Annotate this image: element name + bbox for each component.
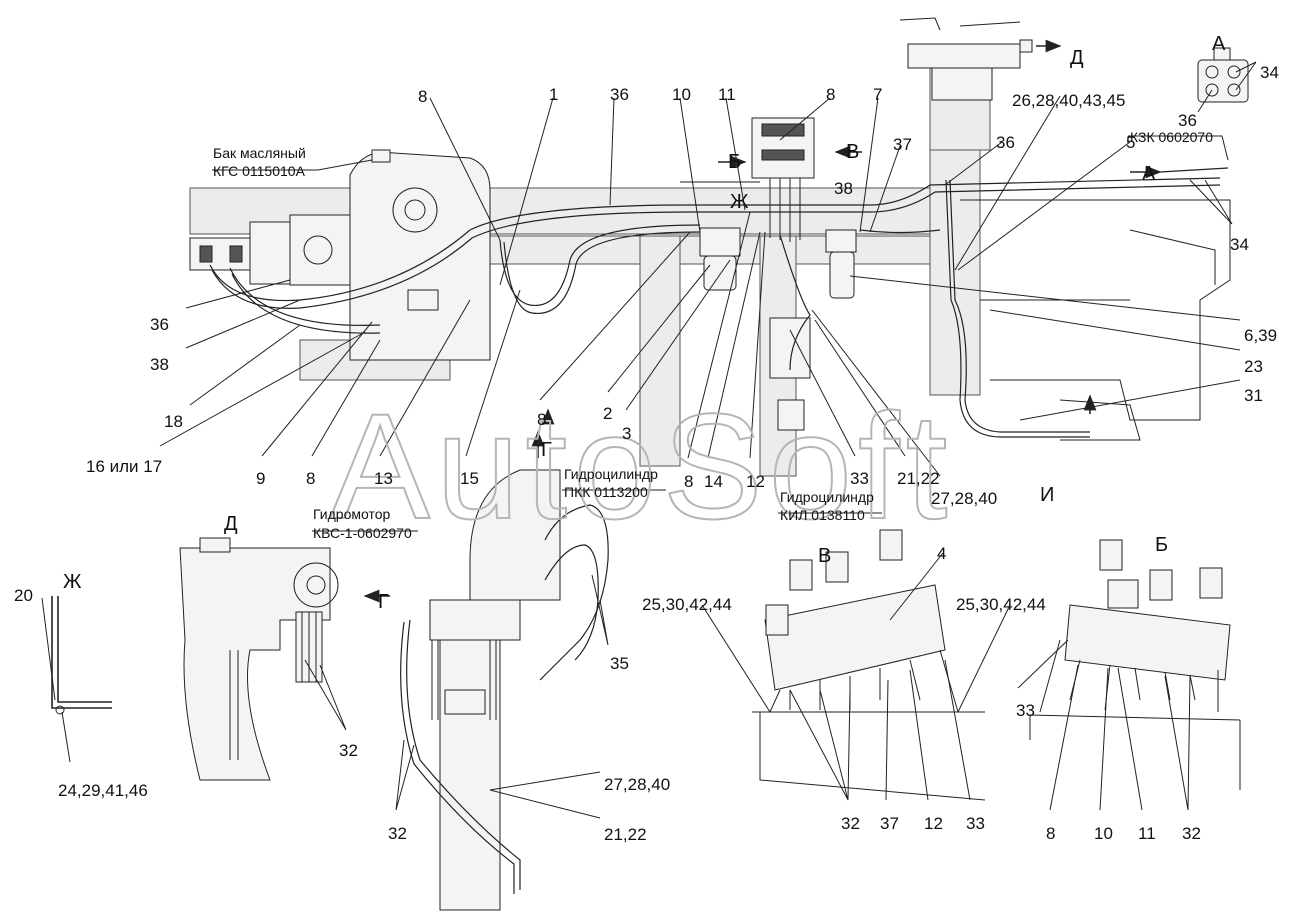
callout-c26: 9 [256, 469, 265, 488]
callout-c8: 26,28,40,43,45 [1012, 91, 1125, 110]
callout-c40: 35 [610, 654, 629, 673]
watermark: AutoSoft [330, 382, 953, 550]
view-letter-v7: Г [541, 439, 552, 461]
callout-c39: 20 [14, 586, 33, 605]
callout-c42: 32 [339, 741, 358, 760]
callout-c2: 1 [549, 85, 558, 104]
view-letter-v11: Б [1155, 534, 1168, 556]
callout-c27: 8 [306, 469, 315, 488]
callout-c41: 33 [1016, 701, 1035, 720]
view-letter-v2: А [1212, 33, 1226, 55]
view-letter-v1: Д [1070, 47, 1084, 69]
caption-t1: Бак масляный [213, 145, 306, 161]
caption-t9: КВС-1-0602970 [313, 525, 412, 541]
callout-c25: 16 или 17 [86, 457, 162, 476]
callout-c22: 8 [537, 410, 546, 429]
detail-top-right [899, 17, 1062, 101]
view-letter-v6: Ж [730, 191, 749, 213]
oil-tank [349, 149, 491, 361]
callout-c18: 38 [150, 355, 169, 374]
view-zh-bracket [51, 596, 112, 715]
callout-c32: 12 [746, 472, 765, 491]
view-letter-v3: Б [728, 151, 741, 173]
callout-c16: 36 [150, 315, 169, 334]
callout-c13: 5 [1126, 133, 1135, 152]
callout-c24: 3 [622, 424, 631, 443]
caption-t2: КГС 0115010А [213, 163, 306, 179]
hose-routes [209, 167, 1229, 438]
callout-c4: 10 [672, 85, 691, 104]
caption-t7: КИЛ 0138110 [780, 507, 865, 523]
view-letter-v12: Ж [63, 571, 82, 593]
callout-c50: 21,22 [604, 825, 647, 844]
callout-c29: 15 [460, 469, 479, 488]
callout-c14: 38 [834, 179, 853, 198]
view-letter-v5: А [1142, 163, 1156, 185]
view-g-cylinder [400, 469, 609, 911]
callout-c1: 8 [418, 87, 427, 106]
callout-c52: 10 [1094, 824, 1113, 843]
callout-c47: 12 [924, 814, 943, 833]
callout-c46: 37 [880, 814, 899, 833]
caption-t3: КЗК 0602070 [1130, 129, 1213, 145]
caption-t5: ПКК 0113200 [564, 484, 648, 500]
callout-c10: 36 [1178, 111, 1197, 130]
view-letter-v10: В [818, 545, 831, 567]
callout-c12: 36 [996, 133, 1015, 152]
view-letter-v8: И [1040, 484, 1054, 506]
leader-lines [41, 61, 1257, 819]
caption-t6: Гидроцилиндр [780, 489, 874, 505]
callout-c51: 8 [1046, 824, 1055, 843]
callout-c35: 27,28,40 [931, 489, 997, 508]
view-arrows [531, 145, 1162, 458]
callout-c49: 32 [388, 824, 407, 843]
callout-c19: 23 [1244, 357, 1263, 376]
callout-c3: 36 [610, 85, 629, 104]
view-b-valve-bank [1029, 539, 1241, 790]
caption-t8: Гидромотор [313, 506, 391, 522]
callout-c38: 25,30,42,44 [956, 595, 1046, 614]
callout-c17: 6,39 [1244, 326, 1277, 345]
valve-block-top [751, 117, 815, 242]
callout-c20: 31 [1244, 386, 1263, 405]
callout-c33: 33 [850, 469, 869, 488]
callout-c9: 34 [1260, 63, 1279, 82]
callout-c45: 32 [841, 814, 860, 833]
callout-c44: 24,29,41,46 [58, 781, 148, 800]
view-v-valve-bank [752, 529, 986, 801]
callout-c5: 11 [718, 85, 736, 104]
callout-c48: 33 [966, 814, 985, 833]
view-letter-v4: В [846, 141, 859, 163]
view-a-block [1197, 47, 1249, 103]
callout-c21: 18 [164, 412, 183, 431]
callout-c34: 21,22 [897, 469, 940, 488]
caption-t4: Гидроцилиндр [564, 466, 658, 482]
callout-c6: 8 [826, 85, 835, 104]
callout-c36: 4 [937, 544, 946, 563]
callout-c28: 13 [374, 469, 393, 488]
callout-c53: 11 [1138, 824, 1156, 843]
callout-c7: 7 [873, 85, 882, 104]
view-letter-v9: Д [224, 513, 238, 535]
callout-c23: 2 [603, 404, 612, 423]
callout-c43: 27,28,40 [604, 775, 670, 794]
callout-c11: 37 [893, 135, 912, 154]
callout-c31: 14 [704, 472, 723, 491]
callout-c54: 32 [1182, 824, 1201, 843]
view-d-motor [179, 537, 390, 781]
caption-underlines [212, 135, 1229, 532]
pump-unit [189, 214, 351, 286]
callout-c30: 8 [684, 472, 693, 491]
callout-c15: 34 [1230, 235, 1249, 254]
callout-c37: 25,30,42,44 [642, 595, 732, 614]
view-letter-v13: Г [378, 591, 389, 613]
